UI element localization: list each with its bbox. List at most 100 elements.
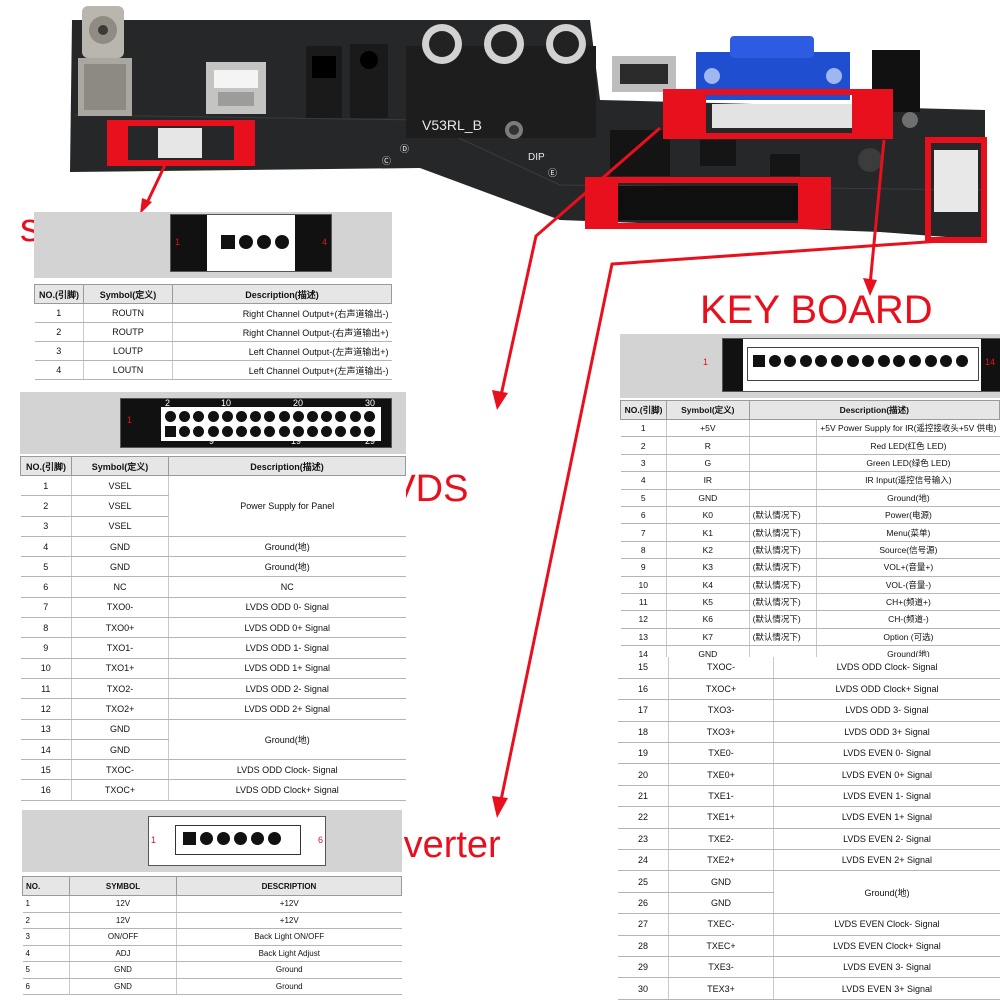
pin-symbol: TXE1-: [668, 785, 774, 808]
col-header: Symbol(定义): [83, 284, 173, 304]
keyboard-connector: 1 14: [703, 338, 1000, 392]
pin-number: 26: [618, 892, 669, 915]
pin-symbol: VSEL: [71, 495, 169, 517]
inverter-highlight: [925, 137, 987, 243]
pin-symbol: 12V: [69, 895, 177, 913]
board-illustration: V53RL_B DIP Ⓒ Ⓓ Ⓔ: [70, 6, 987, 243]
main-chip: [610, 130, 670, 176]
lvds-top-label: 30: [365, 398, 376, 408]
inverter-connector: 1 6: [148, 816, 326, 866]
keyboard-pin-dot: [815, 355, 828, 367]
pin-number: 19: [618, 742, 669, 765]
inverter-arrow: [498, 238, 956, 806]
keyboard-arrow: [868, 139, 886, 286]
pin-symbol: R: [666, 436, 750, 455]
pin-symbol: TXEC-: [668, 913, 774, 936]
keyboard-pin-square: [753, 355, 765, 367]
pin-description: LVDS ODD 1- Signal: [168, 637, 406, 659]
pin-number: 6: [22, 978, 70, 995]
pin-note: [748, 489, 817, 507]
lvds-pin-dot: [292, 411, 304, 422]
lvds-pin-dot: [349, 426, 361, 437]
speaker-header: [158, 128, 202, 158]
pin-symbol: VSEL: [71, 516, 169, 537]
pin-description: LVDS ODD 3- Signal: [773, 699, 1000, 722]
pin-note: (默认情况下): [748, 523, 817, 542]
pin-number: 2: [620, 436, 667, 455]
keyboard-pin-dot: [768, 355, 781, 367]
keyboard-pin-right-label: 14: [984, 357, 995, 367]
pin-number: 4: [20, 536, 72, 558]
pin-description: LVDS ODD 0- Signal: [168, 597, 406, 619]
keyboard-pin-dot: [862, 355, 875, 367]
pin-description: Ground(地): [168, 556, 406, 578]
pin-description: LVDS ODD 0+ Signal: [168, 617, 406, 639]
keyboard-pin-row: [753, 354, 971, 372]
keyboard-pin-dot: [830, 355, 843, 367]
inverter-pin-dot: [234, 832, 247, 845]
speaker-connector: 1 4: [170, 214, 332, 272]
pin-number: 1: [620, 419, 667, 438]
speaker-arrow: [144, 164, 167, 206]
col-header: NO.(引脚): [619, 400, 668, 420]
pin-number: 23: [618, 828, 669, 851]
col-header: NO.: [22, 876, 70, 896]
pin-symbol: GND: [71, 536, 169, 558]
pin-symbol: GND: [666, 489, 750, 507]
lvds-pin-dot: [221, 426, 233, 437]
pin-number: 1: [34, 303, 84, 323]
pin-symbol: 12V: [69, 912, 177, 929]
pin-number: 10: [620, 576, 667, 594]
lvds-pin-dot: [335, 426, 347, 437]
pin-description: LVDS EVEN 0- Signal: [773, 742, 1000, 765]
pin-number: 13: [620, 628, 667, 647]
pin-description: Ground: [176, 961, 402, 979]
lvds-top-label: 20: [293, 398, 304, 408]
pin-number: 10: [20, 658, 72, 679]
lvds-pin-dot: [307, 426, 318, 437]
pin-description: Ground(地): [168, 719, 406, 761]
pin-description: Red LED(红色 LED): [816, 436, 1000, 455]
pin-symbol: K1: [666, 523, 750, 542]
pin-description: CH-(频道-): [816, 610, 1000, 629]
pin-symbol: GND: [71, 739, 169, 761]
pin-number: 8: [20, 617, 72, 639]
keyboard-pin-dot: [908, 355, 921, 367]
speaker-diagram: 1 4: [34, 212, 392, 278]
pin-number: 15: [20, 759, 72, 781]
pin-description: LVDS ODD 2+ Signal: [168, 698, 406, 720]
lvds-diagram: 1 2 10 20 30 9 19 29: [20, 392, 406, 454]
lvds-pin-grid: [165, 409, 379, 439]
lvds-pin-dot: [321, 426, 333, 437]
silkscreen-mark: Ⓓ: [400, 144, 409, 154]
pin-symbol: K5: [666, 593, 750, 612]
pin-description: LVDS ODD 2- Signal: [168, 678, 406, 700]
pin-description: Power(电源): [816, 506, 1000, 525]
pin-number: 17: [618, 699, 669, 722]
pin-number: 12: [620, 610, 667, 629]
speaker-panel: 1 4 NO.(引脚) Symbol(定义) Description(描述) 1…: [34, 212, 392, 382]
pin-description: Back Light Adjust: [176, 945, 402, 962]
